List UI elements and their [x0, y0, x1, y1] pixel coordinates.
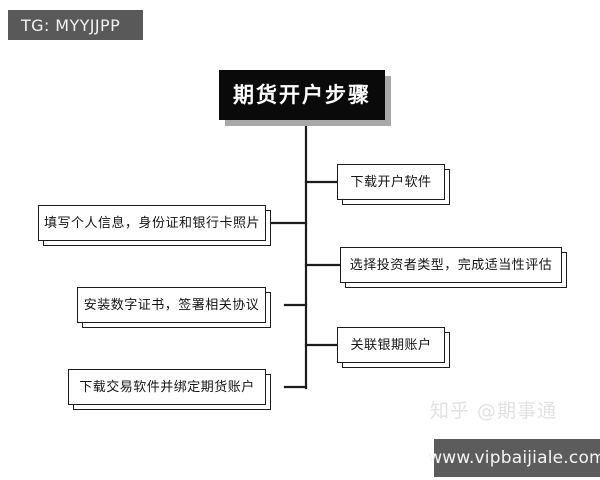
- root-node-face: 期货开户步骤: [219, 70, 385, 120]
- node-label: 下载开户软件: [350, 174, 432, 190]
- node-label: 下载交易软件并绑定期货账户: [79, 379, 255, 395]
- node-face: 安装数字证书，签署相关协议: [77, 287, 266, 323]
- tg-handle-banner: TG: MYYJJPP: [8, 10, 143, 40]
- mindmap-node-investor-type[interactable]: 选择投资者类型，完成适当性评估: [340, 247, 567, 288]
- node-label: 填写个人信息，身份证和银行卡照片: [43, 215, 260, 231]
- node-label: 选择投资者类型，完成适当性评估: [349, 257, 553, 273]
- node-face: 下载交易软件并绑定期货账户: [68, 369, 266, 405]
- zhihu-watermark: 知乎 @期事通: [430, 396, 557, 423]
- node-face: 选择投资者类型，完成适当性评估: [340, 247, 562, 283]
- node-face: 填写个人信息，身份证和银行卡照片: [38, 205, 266, 241]
- site-url-banner: www.vipbaijiale.com: [428, 439, 600, 477]
- root-node-label: 期货开户步骤: [233, 82, 371, 107]
- zhihu-watermark-text: 知乎 @期事通: [430, 400, 558, 422]
- mindmap-node-download-app[interactable]: 下载开户软件: [337, 164, 450, 205]
- tg-handle-text: TG: MYYJJPP: [21, 15, 121, 35]
- node-face: 下载开户软件: [337, 164, 445, 200]
- node-label: 安装数字证书，签署相关协议: [83, 297, 260, 313]
- mindmap-root-node[interactable]: 期货开户步骤: [219, 70, 391, 126]
- site-url-text: www.vipbaijiale.com: [428, 448, 600, 468]
- mindmap-node-download-trading-app[interactable]: 下载交易软件并绑定期货账户: [68, 369, 271, 410]
- node-face: 关联银期账户: [337, 327, 445, 363]
- node-label: 关联银期账户: [350, 337, 432, 353]
- mindmap-node-link-bank-account[interactable]: 关联银期账户: [337, 327, 450, 368]
- mindmap-node-fill-personal-info[interactable]: 填写个人信息，身份证和银行卡照片: [38, 205, 271, 246]
- mindmap-node-install-certificate[interactable]: 安装数字证书，签署相关协议: [77, 287, 271, 328]
